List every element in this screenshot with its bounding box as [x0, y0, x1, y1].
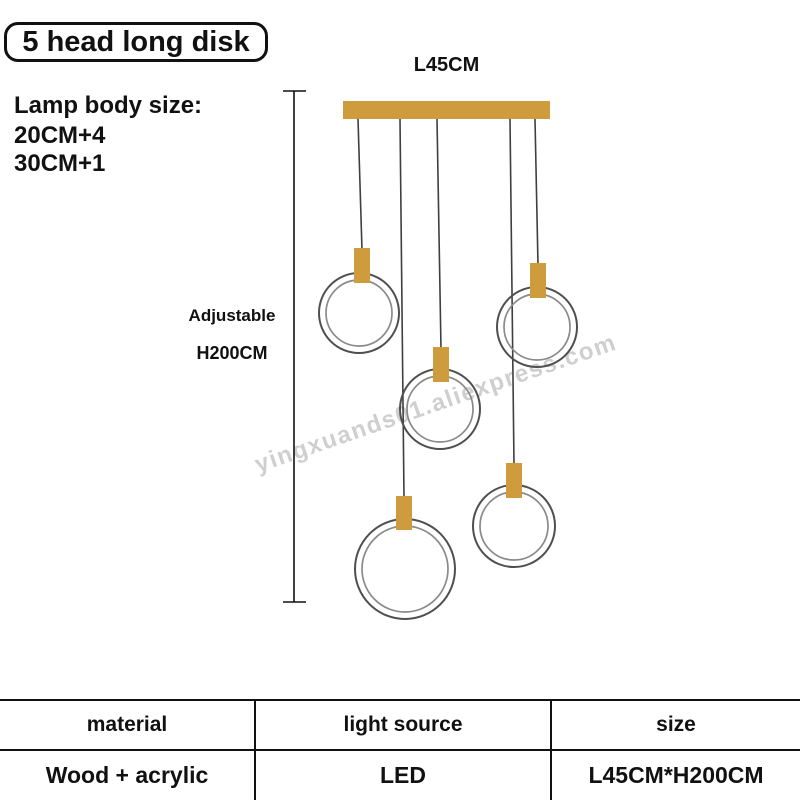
spec-value-light-source: LED — [256, 751, 552, 800]
spec-header-light-source: light source — [256, 701, 552, 749]
socket-block-5 — [506, 463, 522, 498]
ring-1-outer — [318, 272, 400, 354]
wire-3 — [436, 118, 442, 350]
spec-header-material: material — [0, 701, 256, 749]
wire-4 — [509, 118, 515, 466]
ring-3-outer — [496, 286, 578, 368]
height-adjustable-label: Adjustable — [188, 306, 276, 325]
spec-value-material: Wood + acrylic — [0, 751, 256, 800]
socket-block-4 — [396, 496, 412, 530]
spec-value-size: L45CM*H200CM — [588, 762, 764, 788]
wire-2 — [399, 118, 405, 499]
ring-5-inner — [479, 491, 549, 561]
socket-block-2 — [433, 347, 449, 382]
ring-lamps — [318, 272, 578, 620]
height-dimension-line — [283, 90, 306, 603]
lamp-body-size-line1: 20CM+4 — [14, 122, 106, 149]
ring-2-inner — [406, 375, 474, 443]
product-title: 5 head long disk — [22, 25, 250, 58]
wire-5 — [534, 118, 539, 266]
lamp-body-size-label: Lamp body size: — [14, 92, 203, 119]
ceiling-bar — [343, 101, 550, 119]
spec-header-size: size — [656, 713, 696, 736]
ring-4-inner — [361, 525, 449, 613]
socket-block-3 — [530, 263, 546, 298]
ring-3-inner — [503, 293, 571, 361]
suspension-wires — [357, 118, 539, 499]
ring-4-outer — [354, 518, 456, 620]
width-dimension-label: L45CM — [413, 54, 480, 76]
spec-table-value-row: Wood + acrylic LED L45CM*H200CM — [0, 751, 800, 800]
lamp-diagram — [283, 90, 578, 620]
product-title-badge: 5 head long disk — [4, 22, 268, 62]
wire-1 — [357, 118, 363, 251]
spec-table: material light source size Wood + acryli… — [0, 699, 800, 800]
height-dimension-label: H200CM — [196, 343, 268, 363]
ring-1-inner — [325, 279, 393, 347]
socket-block-1 — [354, 248, 370, 283]
socket-blocks — [354, 248, 546, 530]
lamp-body-size-line2: 30CM+1 — [14, 150, 106, 177]
spec-table-header-row: material light source size — [0, 699, 800, 751]
